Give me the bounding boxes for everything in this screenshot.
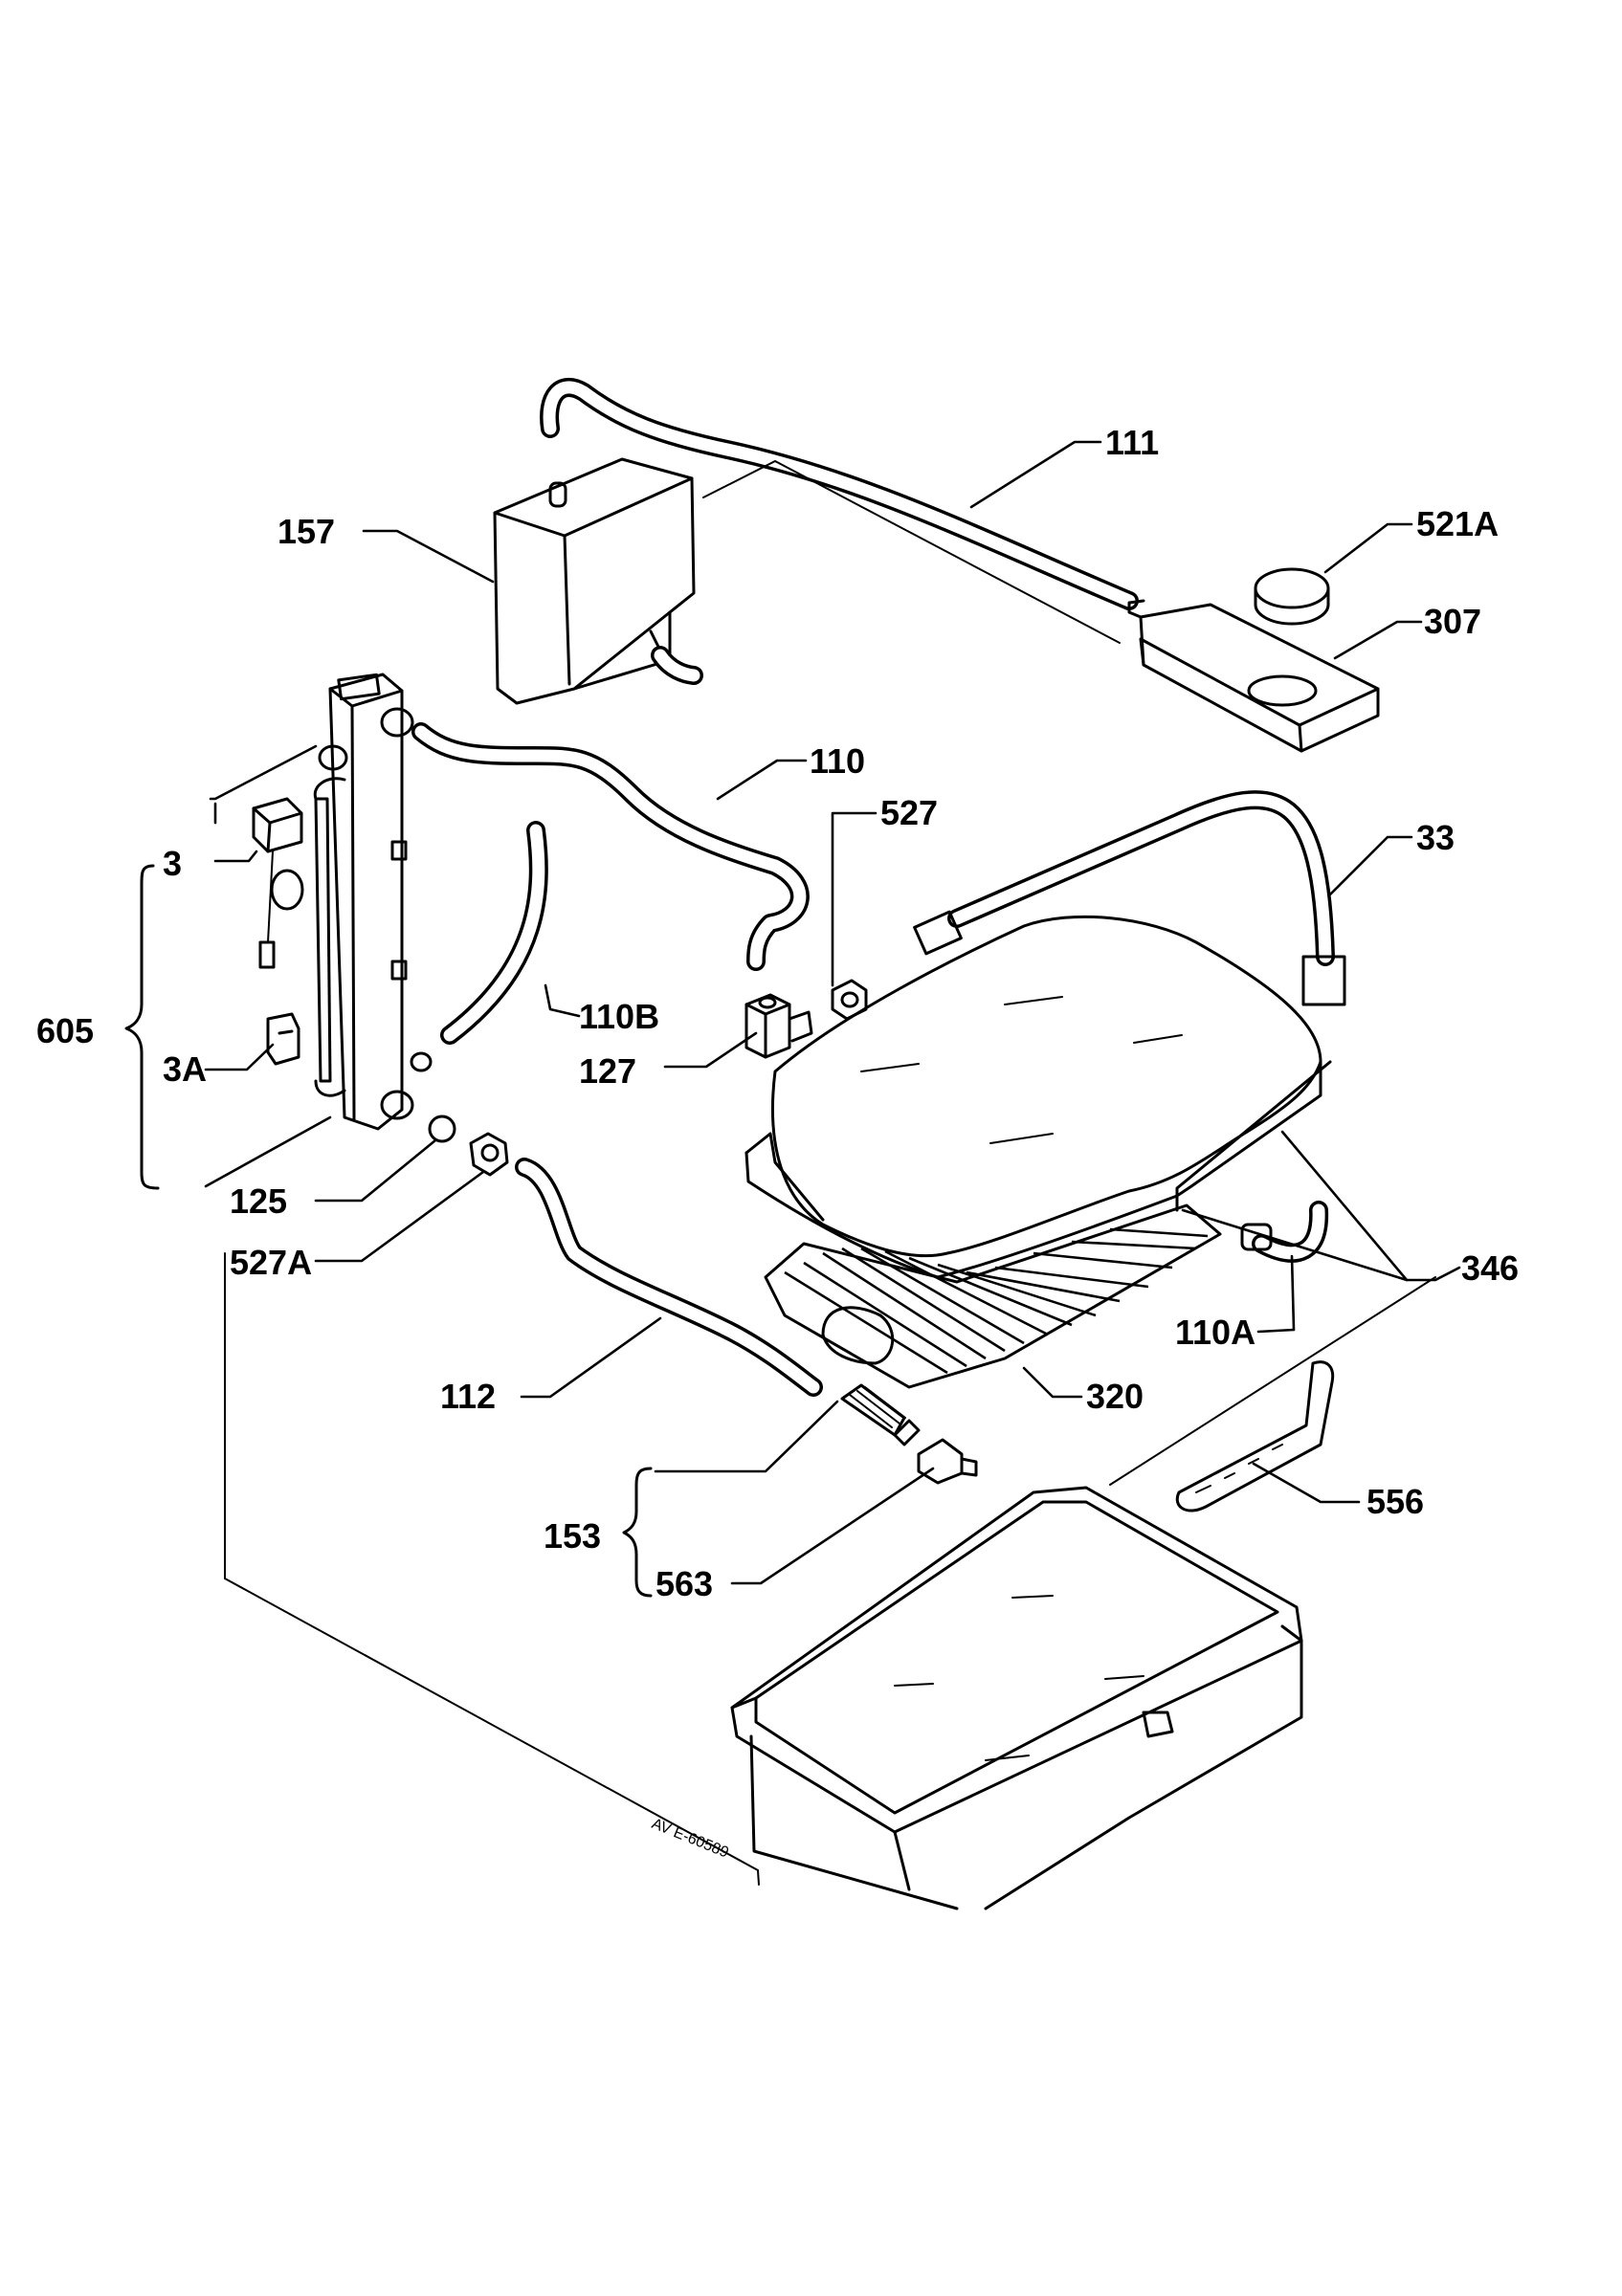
fitting-563 xyxy=(917,1438,978,1485)
grille-320 xyxy=(764,1203,1222,1389)
label-110: 110 xyxy=(810,741,865,781)
label-125: 125 xyxy=(230,1181,287,1221)
assembly-frame-line xyxy=(224,1252,760,1886)
label-110A: 110A xyxy=(1175,1313,1255,1352)
tube-110 xyxy=(411,722,810,971)
tube-111 xyxy=(540,378,1139,610)
label-3: 3 xyxy=(163,844,182,883)
label-111: 111 xyxy=(1105,423,1159,462)
column-frame-605 xyxy=(313,673,433,1131)
label-3A: 3A xyxy=(163,1049,207,1089)
label-33: 33 xyxy=(1416,818,1455,857)
leader-lines xyxy=(204,440,1461,1585)
drawing-code: AV E-60589 xyxy=(650,1816,731,1862)
label-320: 320 xyxy=(1086,1377,1144,1416)
label-563: 563 xyxy=(655,1564,713,1603)
drain-tube-556 xyxy=(1175,1360,1335,1512)
nut-527 xyxy=(831,979,868,1021)
box-157 xyxy=(493,457,703,705)
label-527: 527 xyxy=(880,793,938,832)
label-307: 307 xyxy=(1424,602,1481,641)
label-346: 346 xyxy=(1461,1248,1519,1288)
connector-line-157-307 xyxy=(702,459,1121,644)
hose-33 xyxy=(913,790,1346,1006)
label-110B: 110B xyxy=(579,997,659,1036)
cap-521A xyxy=(1254,567,1330,626)
tube-110B xyxy=(440,821,548,1045)
elbow-127 xyxy=(744,993,813,1059)
label-127: 127 xyxy=(579,1051,636,1091)
label-157: 157 xyxy=(278,512,335,551)
brace-153 xyxy=(622,1467,653,1598)
tube-112 xyxy=(515,1158,823,1397)
nut-527A xyxy=(469,1132,509,1177)
reservoir-307 xyxy=(1127,599,1380,753)
label-153: 153 xyxy=(544,1516,601,1556)
switch-3 xyxy=(252,797,304,969)
drip-tray xyxy=(730,1486,1303,1910)
label-521A: 521A xyxy=(1416,504,1499,543)
label-527A: 527A xyxy=(230,1243,312,1282)
label-605: 605 xyxy=(36,1011,94,1050)
cover-346 xyxy=(744,915,1332,1279)
fitting-153 xyxy=(840,1383,921,1446)
assembly-frame-line-2 xyxy=(1109,1276,1436,1486)
brace-605 xyxy=(124,864,160,1190)
nut-125 xyxy=(428,1115,456,1143)
label-556: 556 xyxy=(1366,1482,1424,1521)
part-3A xyxy=(266,1012,300,1066)
label-112: 112 xyxy=(440,1377,496,1416)
